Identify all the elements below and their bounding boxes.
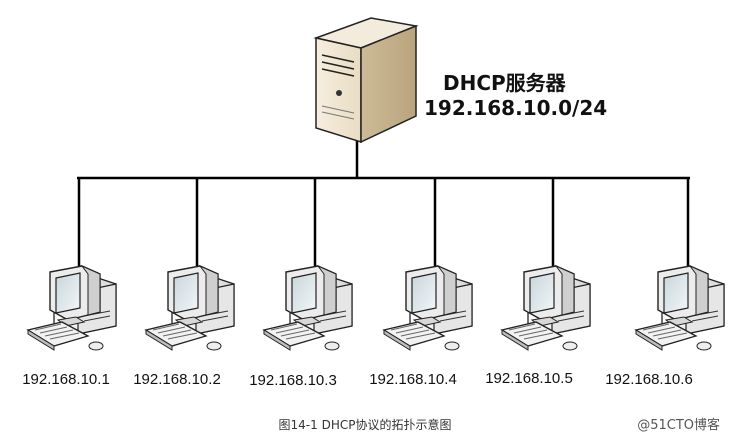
computer-icon-1 xyxy=(27,265,117,351)
client-ip-label-6: 192.168.10.6 xyxy=(605,371,693,388)
server-name-label: DHCP服务器 xyxy=(443,71,566,95)
server-subnet-label: 192.168.10.0/24 xyxy=(424,96,608,120)
figure-caption: 图14-1 DHCP协议的拓扑示意图 xyxy=(278,418,452,432)
client-ip-label-2: 192.168.10.2 xyxy=(133,371,221,388)
computer-icon-4 xyxy=(383,265,473,351)
computer-icon-6 xyxy=(635,265,725,351)
watermark: @51CTO博客 xyxy=(637,418,720,433)
computer-icon-2 xyxy=(145,265,235,351)
client-ip-label-3: 192.168.10.3 xyxy=(249,372,337,389)
computer-icon-5 xyxy=(501,265,591,351)
server-icon xyxy=(313,17,419,144)
client-ip-label-5: 192.168.10.5 xyxy=(485,370,573,387)
client-ip-label-4: 192.168.10.4 xyxy=(369,371,457,388)
computer-icon-3 xyxy=(263,265,353,351)
network-lines xyxy=(77,140,690,270)
client-ip-label-1: 192.168.10.1 xyxy=(22,371,110,388)
